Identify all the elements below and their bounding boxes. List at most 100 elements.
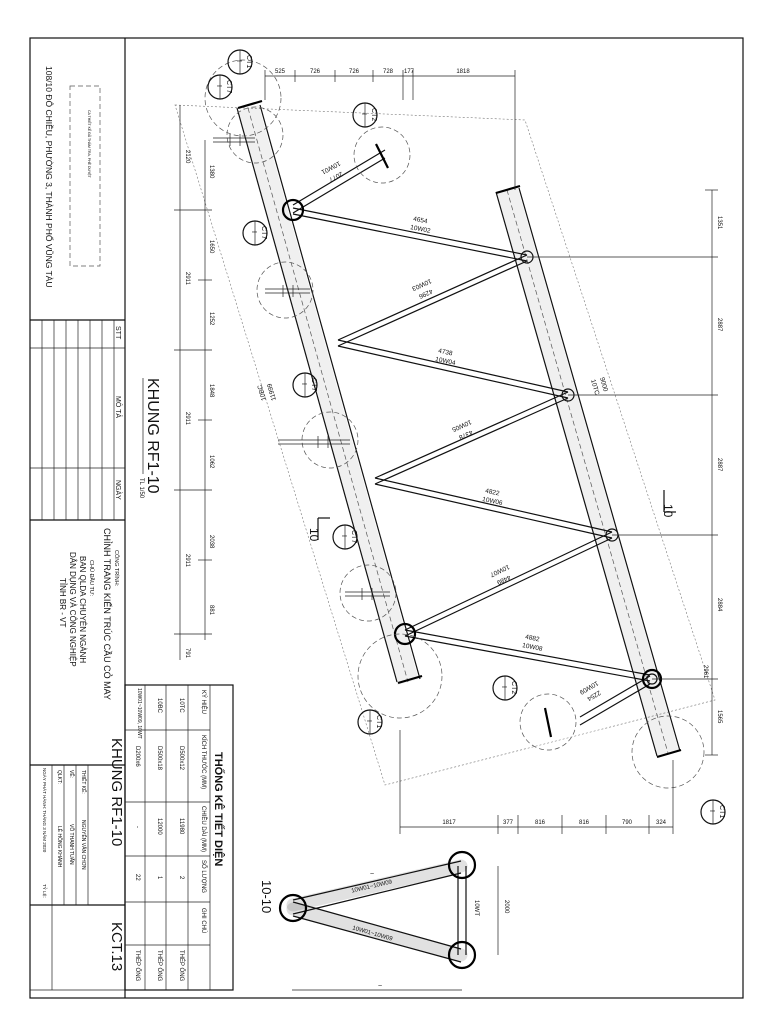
project-name: CHỈNH TRANG KIẾN TRÚC CẦU CỎ MAY (102, 528, 113, 700)
svg-text:I: I (300, 383, 307, 385)
dim-top-4: 728 (383, 69, 394, 75)
section-vertical-length: 2000 (503, 900, 509, 914)
owner-line-1: BAN QLDA CHUYÊN NGÀNH (78, 556, 87, 663)
row3-note: THÉP ỐNG (134, 950, 141, 982)
dim-right-6: 1565 (716, 710, 722, 724)
sheet-title: KHUNG RF1-10 (108, 738, 125, 846)
detail-label-6: CT7 (350, 530, 357, 543)
role-drafter: VẼ: (68, 770, 75, 778)
section-cut-right: 10 (661, 504, 675, 518)
dim-bottom-1: 1817 (442, 820, 456, 826)
member-id-10W06: 10W06 (482, 496, 504, 507)
dim-left-inner-2: 1650 (208, 240, 214, 254)
detail-label-8: CT1 (375, 715, 382, 728)
dim-right-2: 2887 (716, 318, 722, 332)
dim-bottom-6: 324 (656, 820, 667, 826)
bottom-chord-10BC (236, 99, 423, 685)
project-label: CÔNG TRÌNH: (113, 550, 120, 587)
member-len-10W04: 4738 (438, 348, 454, 358)
col-note: GHI CHÚ (200, 908, 207, 933)
detail-label-4: CT7 (260, 226, 267, 239)
role-qlkt: QLKT: (56, 770, 62, 784)
row2-size: D500x18 (156, 746, 162, 771)
col-symbol: KÝ HIỆU (200, 690, 208, 714)
svg-text:I: I (360, 113, 367, 115)
section-approx-width: ~ (378, 983, 382, 990)
dim-top-2: 726 (310, 69, 321, 75)
dim-top-5: 177 (404, 69, 415, 75)
member-len-10W06: 4822 (485, 488, 501, 498)
dim-top-6: 1818 (456, 69, 470, 75)
rev-header-no: STT (114, 326, 121, 340)
dim-top-3: 726 (349, 69, 360, 75)
col-size: KÍCH THƯỚC (MM) (200, 735, 207, 789)
owner-line-3: TỈNH BR - VT (58, 578, 67, 627)
dim-left-outer-1: 2120 (184, 150, 190, 164)
row1-symbol: 10TC (178, 698, 184, 713)
stamp-note: CA THIẾT KẾ ĐÃ THẨM TRA, PHÊ DUYỆT (87, 110, 92, 179)
row2-quantity: 1 (156, 876, 162, 880)
dimension-right: 1351 2887 2887 2884 2961 1565 (527, 189, 722, 756)
section-chord-bottom (278, 893, 308, 923)
svg-text:I: I (235, 60, 242, 62)
col-length: CHIỀU DÀI (MM) (200, 806, 207, 852)
dim-left-inner-1: 1380 (208, 165, 214, 179)
detail-label-9: CT1 (718, 805, 725, 818)
dim-left-outer-3: 2911 (184, 412, 190, 426)
row2-symbol: 10BC (156, 698, 162, 714)
member-len-10W08: 4882 (525, 634, 541, 644)
chord-bottom-label: 10BC (257, 384, 268, 402)
name-design: NGUYỄN VĂN CHƠN (80, 820, 87, 870)
owner-label: CHỦ ĐẦU TƯ: (88, 560, 95, 597)
row2-length: 12000 (156, 818, 162, 835)
dim-left-inner-3: 1252 (208, 312, 214, 326)
scale-label: TỶ LỆ: (42, 884, 49, 898)
dimension-bottom: 1817 377 816 816 790 324 (399, 730, 674, 834)
row3-quantity: 22 (134, 874, 140, 881)
role-design: THIẾT KẾ: (80, 770, 87, 794)
dim-bottom-2: 377 (503, 820, 514, 826)
dim-bottom-5: 790 (622, 820, 633, 826)
row3-size: D200x6 (134, 746, 140, 767)
dim-left-inner-5: 1062 (208, 455, 214, 469)
row3-symbol: 10W01~10W09, 10WT (136, 688, 142, 739)
detail-circle-top-left (204, 59, 282, 137)
stamp-box (69, 85, 101, 267)
svg-text:I: I (340, 535, 347, 537)
member-id-10W08: 10W08 (522, 642, 544, 653)
revision-table: STT MÔ TẢ NGÀY (30, 320, 125, 520)
svg-text:I: I (365, 720, 372, 722)
dim-left-outer-4: 2911 (184, 554, 190, 568)
dim-bottom-4: 816 (579, 820, 590, 826)
dimension-top: 525 726 726 728 177 1818 (264, 69, 516, 190)
dim-top-1: 525 (275, 69, 286, 75)
detail-label-5: CT7 (310, 378, 317, 391)
detail-label-1: CT1 (245, 55, 252, 68)
section-cut-left: 10 (307, 528, 321, 542)
svg-text:I: I (215, 85, 222, 87)
row1-size: D500x12 (178, 746, 184, 771)
dim-left-inner-6: 2038 (208, 535, 214, 549)
dim-left-inner-4: 1848 (208, 384, 214, 398)
node-bottom-1 (281, 198, 305, 222)
truss-outline (174, 104, 716, 786)
dim-right-5: 2961 (702, 665, 708, 679)
address: 108/10 ĐÔ CHIỀU, PHƯỜNG 3, THÀNH PHỐ VŨN… (44, 66, 55, 288)
dim-bottom-3: 816 (535, 820, 546, 826)
section-10-10: 10-10 10W01~10W09 10W01~10W09 10WT 2000 … (259, 850, 509, 991)
member-id-10W04: 10W04 (435, 356, 457, 367)
dim-right-1: 1351 (716, 216, 722, 230)
section-table-title: THỐNG KÊ TIẾT DIỆN (212, 752, 226, 866)
chord-top-length: 9000 (598, 377, 609, 393)
row1-length: 11980 (178, 818, 184, 835)
frame-scale: TL 1/50 (138, 478, 144, 499)
owner-line-2: DÂN DỤNG VÀ CÔNG NGHIỆP (68, 552, 77, 667)
rev-header-date: NGÀY (114, 480, 123, 500)
section-chord-top-1 (447, 850, 477, 880)
section-title: 10-10 (259, 880, 274, 913)
web-members (292, 149, 651, 726)
sheet-number: KCT.13 (108, 922, 125, 971)
section-label-vertical: 10WT (473, 900, 479, 916)
member-id-10W02: 10W02 (410, 224, 432, 235)
